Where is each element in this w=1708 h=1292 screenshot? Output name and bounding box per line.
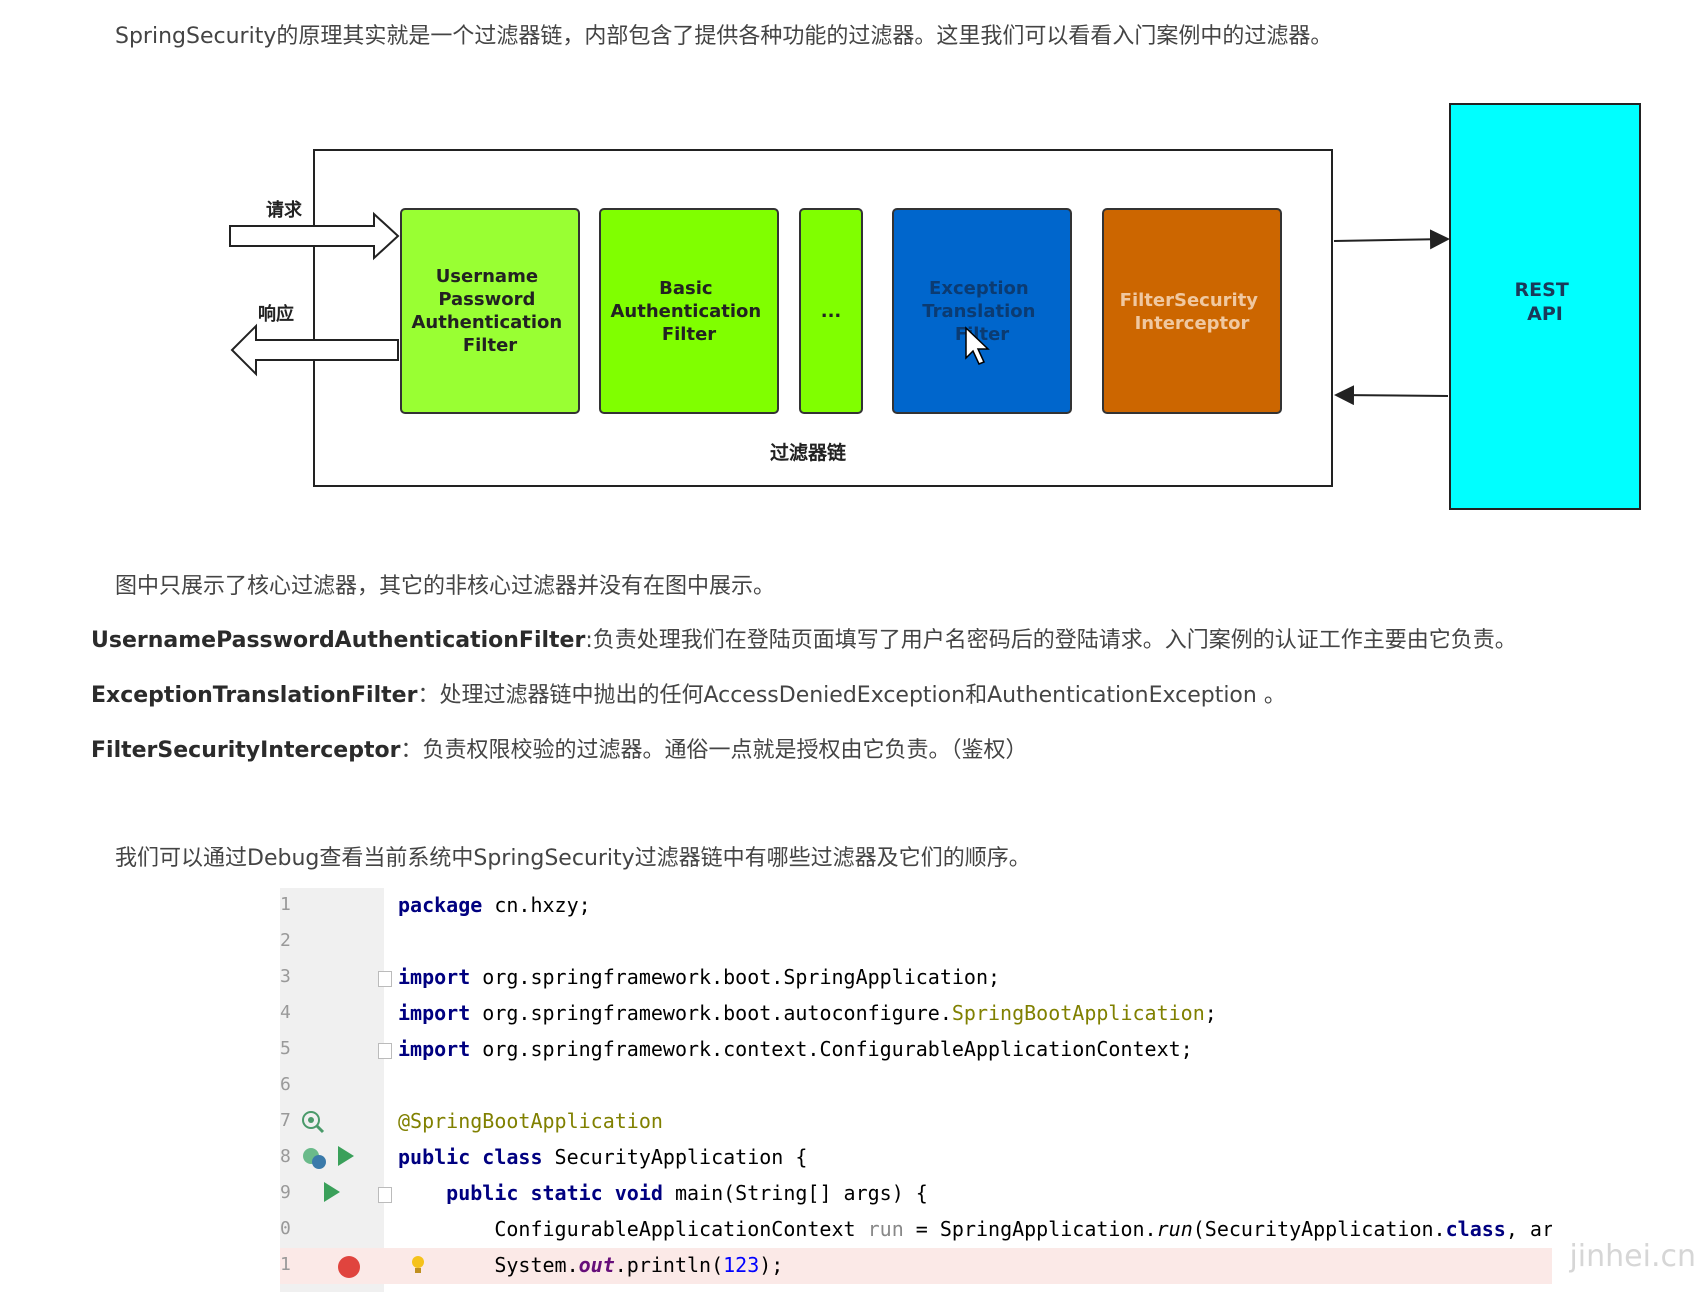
breakpoint-icon[interactable] [336,1254,362,1280]
line-number: 1 [280,894,291,915]
definition-exception-translation-filter: ExceptionTranslationFilter：处理过滤器链中抛出的任何A… [91,677,1286,709]
run-icon[interactable] [336,1144,356,1168]
debug-paragraph: 我们可以通过Debug查看当前系统中SpringSecurity过滤器链中有哪些… [115,846,1031,871]
intro-paragraph: SpringSecurity的原理其实就是一个过滤器链，内部包含了提供各种功能的… [115,24,1333,49]
code-line-10[interactable]: 0 ConfigurableApplicationContext run = S… [280,1217,1552,1241]
line-number: 1 [280,1254,291,1275]
line-number: 9 [280,1182,291,1203]
definition-username-password-filter: UsernamePasswordAuthenticationFilter:负责处… [91,622,1517,654]
code-line-4[interactable]: 4 import org.springframework.boot.autoco… [280,1001,1217,1025]
filter-basic-authentication: Basic Authentication Filter [599,208,779,414]
chain-label: 过滤器链 [770,441,846,464]
filter-chain-diagram: 过滤器链 请求 响应 Username Password Authenticat… [229,103,1641,510]
rest-api-box: REST API [1449,103,1641,510]
mouse-cursor-icon [965,326,990,365]
code-line-5[interactable]: 5 import org.springframework.context.Con… [280,1037,1193,1061]
request-label: 请求 [266,199,303,221]
fold-icon[interactable] [378,1043,392,1059]
definition-desc: 负责权限校验的过滤器。通俗一点就是授权由它负责。（鉴权） [422,738,1028,763]
definition-desc: 负责处理我们在登陆页面填写了用户名密码后的登陆请求。入门案例的认证工作主要由它负… [592,628,1517,653]
filter-security-interceptor: FilterSecurity Interceptor [1102,208,1282,414]
response-label: 响应 [258,303,294,325]
code-line-9[interactable]: 9 public static void main(String[] args)… [280,1180,928,1205]
code-gutter [280,888,384,1292]
svg-text:FilterSecurity Intercept: FilterSecurity Interceptor [1120,290,1265,334]
request-arrow [229,211,400,261]
definition-desc: 处理过滤器链中抛出的任何AccessDeniedException和Authen… [439,683,1286,708]
definition-separator: ： [417,683,440,708]
code-editor[interactable]: 1 package cn.hxzy; 2 3 import org.spring… [280,888,1552,1292]
svg-text:Username Password: Username Password Authentication Filter [411,266,568,356]
line-number: 4 [280,1002,291,1023]
definition-separator: ： [400,738,423,763]
response-arrow [230,323,399,377]
fold-icon[interactable] [378,971,392,987]
line-number: 5 [280,1038,291,1059]
filter-ellipsis: ... [799,208,863,414]
code-line-3[interactable]: 3 import org.springframework.boot.Spring… [280,965,1001,989]
svg-text:Basic Authentication: Basic Authentication Filter [610,278,767,345]
note-paragraph: 图中只展示了核心过滤器，其它的非核心过滤器并没有在图中展示。 [115,574,776,599]
definition-term: ExceptionTranslationFilter [91,683,418,708]
line-number: 8 [280,1146,291,1167]
spring-bean-icon[interactable] [300,1144,330,1172]
definition-term: UsernamePasswordAuthenticationFilter [91,628,586,653]
line-number: 6 [280,1074,291,1095]
code-line-1[interactable]: 1 package cn.hxzy; [280,893,591,917]
code-line-7[interactable]: 7 @SpringBootApplication [280,1108,663,1134]
code-line-6[interactable]: 6 [280,1068,1552,1104]
filter-username-password: Username Password Authentication Filter [400,208,580,414]
filter-exception-translation: Exception Translation Filter [892,208,1072,414]
rest-to-chain-arrow [1334,385,1449,406]
svg-text:REST API: REST API [1515,279,1576,325]
run-icon[interactable] [322,1180,342,1204]
code-line-2[interactable]: 2 [280,924,1552,960]
definition-separator: : [585,628,593,653]
svg-text:...: ... [821,301,842,322]
spring-bean-icon[interactable] [300,1108,328,1134]
chain-to-rest-arrow [1333,229,1450,250]
code-line-11[interactable]: 1 System.out.println(123); [280,1248,1552,1284]
lightbulb-icon[interactable] [410,1254,426,1278]
fold-icon[interactable] [378,1187,392,1203]
watermark: jinhei.cn [1569,1239,1696,1274]
line-number: 2 [280,930,291,951]
line-number: 3 [280,966,291,987]
line-number: 0 [280,1218,291,1239]
definition-filter-security-interceptor: FilterSecurityInterceptor：负责权限校验的过滤器。通俗一… [91,732,1027,764]
definition-term: FilterSecurityInterceptor [91,738,401,763]
line-number: 7 [280,1110,291,1131]
code-line-8[interactable]: 8 public class SecurityApplication { [280,1140,1552,1176]
